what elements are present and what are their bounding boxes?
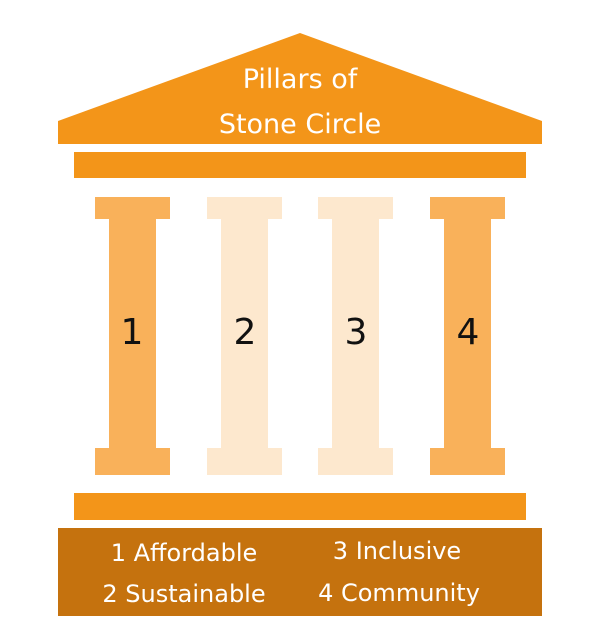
pillar-3: 3 bbox=[318, 197, 393, 475]
legend-item-1: 1 Affordable bbox=[111, 539, 258, 567]
pillar-4-pedestal bbox=[430, 448, 505, 475]
pillar-1: 1 bbox=[95, 197, 170, 475]
pillar-4-shaft bbox=[444, 219, 491, 448]
pillar-3-pedestal bbox=[318, 448, 393, 475]
bottom-beam bbox=[74, 493, 526, 520]
pillar-1-shaft bbox=[109, 219, 156, 448]
pillar-2-capital bbox=[207, 197, 282, 219]
pillar-2-pedestal bbox=[207, 448, 282, 475]
roof bbox=[58, 33, 542, 144]
pillar-4: 4 bbox=[430, 197, 505, 475]
roof-title-line-1: Pillars of bbox=[243, 64, 359, 95]
top-beam bbox=[74, 152, 526, 178]
pillar-1-pedestal bbox=[95, 448, 170, 475]
pillar-2-number: 2 bbox=[234, 312, 257, 353]
pillar-4-capital bbox=[430, 197, 505, 219]
roof-title-line-2: Stone Circle bbox=[219, 109, 381, 140]
pillar-3-number: 3 bbox=[345, 312, 368, 353]
pillar-2: 2 bbox=[207, 197, 282, 475]
pillar-4-number: 4 bbox=[457, 312, 480, 353]
legend-item-2: 2 Sustainable bbox=[102, 580, 265, 608]
pillar-3-shaft bbox=[332, 219, 379, 448]
pillar-1-capital bbox=[95, 197, 170, 219]
pillar-2-shaft bbox=[221, 219, 268, 448]
pillar-1-number: 1 bbox=[121, 312, 144, 353]
legend-base bbox=[58, 528, 542, 616]
legend-item-3: 3 Inclusive bbox=[333, 537, 461, 565]
pillar-3-capital bbox=[318, 197, 393, 219]
legend-item-4: 4 Community bbox=[318, 579, 480, 607]
